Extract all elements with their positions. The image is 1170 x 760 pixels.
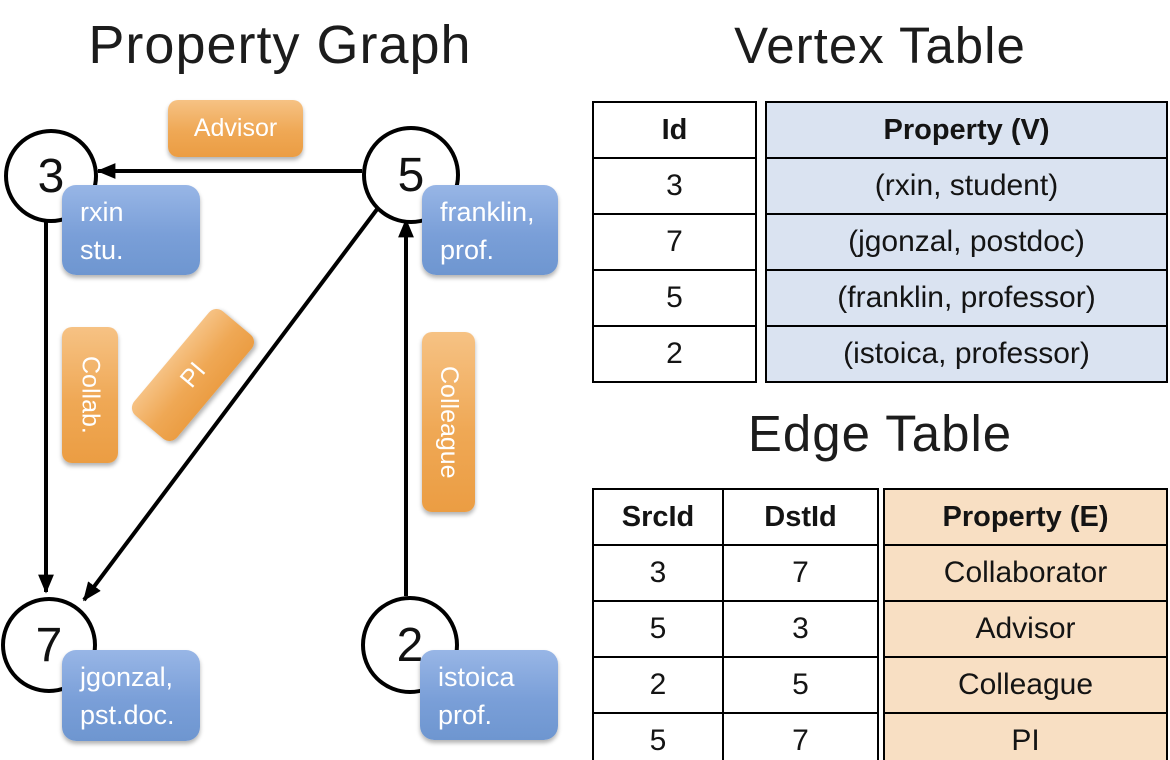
edge-table-title: Edge Table [747,405,1013,462]
vertex-props-3: rxin stu. [62,185,200,275]
vertex-props-3-line1: rxin [80,197,124,227]
vertex-table-property-column: Property (V) (rxin, student) (jgonzal, p… [765,101,1168,383]
edge-table-property-column: Property (E) Collaborator Advisor Collea… [883,488,1168,760]
vertex-props-7-line2: pst.doc. [80,700,175,730]
edge-table-property-cell: Colleague [883,656,1168,714]
edge-table-srcid-cell: 5 [592,600,724,658]
edge-5-to-7 [82,206,380,602]
edge-table-dstid-cell: 5 [722,656,879,714]
vertex-table-id-cell: 5 [592,269,757,327]
edge-table-dstid-cell: 7 [722,544,879,602]
vertex-table-property-cell: (jgonzal, postdoc) [765,213,1168,271]
vertex-table-id-cell: 7 [592,213,757,271]
node-circle-2: 2 [361,596,459,694]
edge-table-property-cell: Advisor [883,600,1168,658]
edge-table-srcid-cell: 2 [592,656,724,714]
edge-table-dstid-cell: 7 [722,712,879,760]
edge-table-property-header: Property (E) [883,488,1168,546]
vertex-table-id-column: Id 3 7 5 2 [592,101,757,383]
vertex-table-property-cell: (istoica, professor) [765,325,1168,383]
vertex-table-id-cell: 3 [592,157,757,215]
edge-table-property-cell: PI [883,712,1168,760]
edge-table-dstid-cell: 3 [722,600,879,658]
graph-edges [38,163,414,602]
edge-table-srcid-cell: 5 [592,712,724,760]
vertex-props-5-line1: franklin, [440,197,535,227]
vertex-props-2-line1: istoica [438,662,515,692]
vertex-props-7: jgonzal, pst.doc. [62,650,200,741]
vertex-props-2-line2: prof. [438,700,493,730]
edge-table-dstid-header: DstId [722,488,879,546]
vertex-props-5-line2: prof. [440,235,495,265]
vertex-table-property-cell: (rxin, student) [765,157,1168,215]
vertex-props-3-line2: stu. [80,235,124,265]
edge-table-property-cell: Collaborator [883,544,1168,602]
vertex-props-7-line1: jgonzal, [80,662,174,692]
edge-label-collab: Collab. [62,327,118,463]
edge-table-id-columns: SrcId DstId 3 7 5 3 2 5 5 7 [592,488,879,760]
vertex-table-title: Vertex Table [734,17,1026,74]
edge-table-srcid-cell: 3 [592,544,724,602]
vertex-table-property-header: Property (V) [765,101,1168,159]
edge-label-advisor: Advisor [168,100,303,157]
vertex-table-id-header: Id [592,101,757,159]
edge-table-srcid-header: SrcId [592,488,724,546]
vertex-table-id-cell: 2 [592,325,757,383]
vertex-table-property-cell: (franklin, professor) [765,269,1168,327]
vertex-props-5: franklin, prof. [422,185,558,275]
edge-label-colleague: Colleague [422,332,475,512]
vertex-props-2: istoica prof. [420,650,558,740]
property-graph-title: Property Graph [88,15,472,75]
